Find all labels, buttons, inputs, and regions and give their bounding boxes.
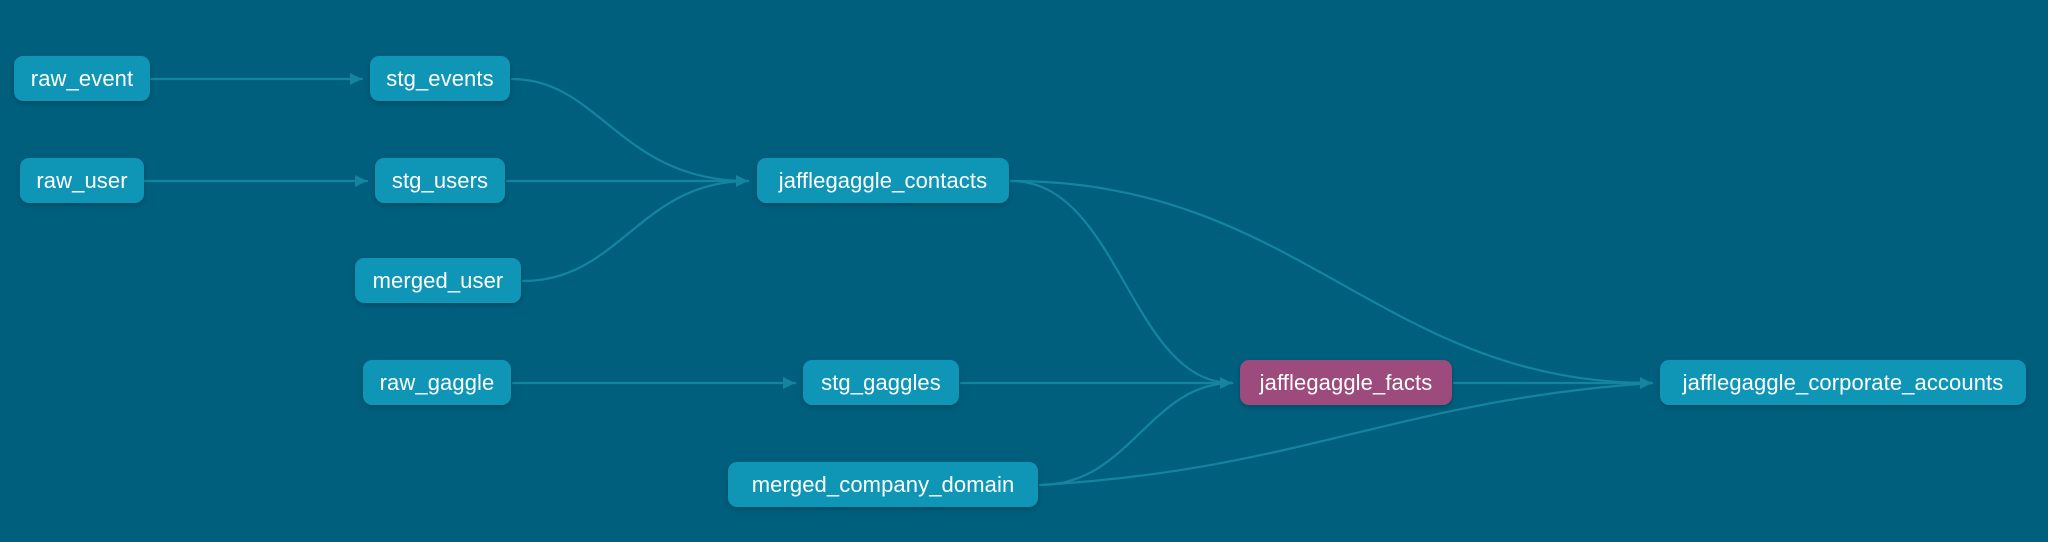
node-stg_gaggles[interactable]: stg_gaggles — [803, 360, 959, 405]
node-label: raw_user — [36, 167, 128, 193]
node-stg_events[interactable]: stg_events — [370, 56, 510, 101]
edge-merged_company_domain-to-jafflegaggle_corporate_accounts — [1038, 381, 1654, 487]
node-jafflegaggle_contacts[interactable]: jafflegaggle_contacts — [757, 158, 1009, 203]
arrowhead-into-stg_gaggles — [783, 377, 795, 389]
node-jafflegaggle_facts[interactable]: jafflegaggle_facts — [1240, 360, 1452, 405]
edge-merged_user-to-jafflegaggle_contacts — [521, 179, 750, 283]
arrowhead-into-jafflegaggle_corporate_accounts — [1640, 377, 1652, 389]
node-label: merged_company_domain — [751, 471, 1015, 497]
edge-jafflegaggle_contacts-to-jafflegaggle_corporate_accounts — [1009, 179, 1654, 385]
edge-stg_events-to-jafflegaggle_contacts — [510, 77, 750, 183]
edge-merged_company_domain-to-jafflegaggle_facts — [1038, 381, 1234, 487]
node-jafflegaggle_corporate_accounts[interactable]: jafflegaggle_corporate_accounts — [1660, 360, 2026, 405]
node-label: raw_event — [30, 65, 134, 91]
node-label: raw_gaggle — [379, 369, 495, 395]
arrowhead-into-jafflegaggle_contacts — [736, 175, 748, 187]
arrowhead-into-jafflegaggle_facts — [1220, 377, 1232, 389]
arrowhead-into-stg_events — [350, 73, 362, 85]
node-raw_gaggle[interactable]: raw_gaggle — [363, 360, 511, 405]
node-stg_users[interactable]: stg_users — [375, 158, 505, 203]
node-label: merged_user — [372, 267, 504, 293]
node-label: jafflegaggle_corporate_accounts — [1682, 369, 2004, 395]
node-raw_event[interactable]: raw_event — [14, 56, 150, 101]
node-label: stg_users — [391, 167, 489, 193]
node-label: jafflegaggle_contacts — [778, 167, 988, 193]
arrowhead-into-stg_users — [355, 175, 367, 187]
node-label: stg_events — [386, 65, 494, 91]
node-merged_user[interactable]: merged_user — [355, 258, 521, 303]
node-merged_company_domain[interactable]: merged_company_domain — [728, 462, 1038, 507]
node-label: jafflegaggle_facts — [1259, 369, 1433, 395]
edge-jafflegaggle_contacts-to-jafflegaggle_facts — [1009, 179, 1234, 385]
node-raw_user[interactable]: raw_user — [20, 158, 144, 203]
node-label: stg_gaggles — [821, 369, 941, 395]
